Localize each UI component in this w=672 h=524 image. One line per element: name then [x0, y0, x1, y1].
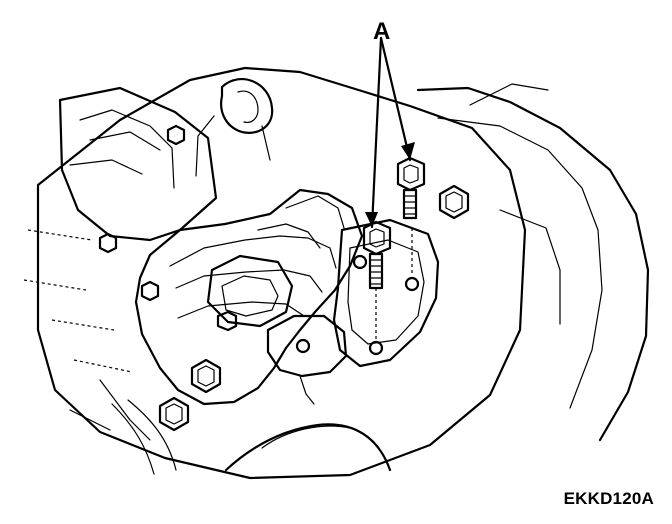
hose-clamp-inner — [237, 90, 259, 123]
callout-arrow-right — [401, 142, 415, 160]
left-mount-nut — [190, 358, 222, 394]
housing-rib-1 — [89, 131, 161, 151]
left-cable — [127, 399, 177, 471]
mount-middle-edge — [175, 269, 323, 293]
lower-hose — [224, 423, 392, 472]
mount-top-edge — [169, 235, 337, 269]
bolt-hole-guides — [375, 228, 413, 342]
bracket-hole-1 — [352, 254, 368, 270]
mount-rubber-inner — [221, 275, 279, 317]
right-frame-outline — [416, 86, 650, 442]
background-dash-lines — [23, 229, 133, 373]
front-plate-tab — [299, 375, 315, 405]
mount-bracket — [332, 218, 440, 368]
callout-line-left — [370, 36, 383, 229]
hose-lines — [195, 115, 271, 177]
housing-edge — [79, 109, 175, 189]
right-frame-inner — [437, 117, 603, 409]
right-bracket-nut — [438, 184, 470, 220]
front-plate — [266, 314, 348, 378]
housing-rib-2 — [69, 159, 143, 175]
callout-line-right — [379, 36, 412, 162]
figure-code: EKKD120A — [563, 489, 654, 508]
mount-insulator-inner — [257, 223, 321, 249]
mount-rubber-block — [206, 254, 294, 328]
mount-bracket-inner — [347, 239, 425, 345]
lower-left-lines — [69, 379, 151, 441]
mount-insulator-top — [285, 195, 345, 229]
callout-label: A — [373, 18, 391, 45]
left-lower-nut — [158, 396, 190, 432]
bracket-hole-3 — [368, 340, 384, 356]
mount-lower-edge — [177, 301, 305, 319]
mount-main-body — [134, 188, 364, 406]
lower-hose-edge — [261, 425, 351, 449]
front-plate-hole — [295, 338, 311, 354]
mount-bolt-lower — [362, 220, 392, 290]
right-bracket-lines — [499, 209, 561, 325]
engine-block-outline — [36, 66, 527, 480]
mount-bolt-upper — [396, 156, 426, 220]
callout-arrow-left — [365, 212, 378, 227]
left-cable-edge — [111, 403, 155, 475]
upper-left-nut — [98, 124, 238, 332]
bracket-hole-2 — [404, 276, 420, 292]
right-frame-top — [469, 83, 549, 106]
hose-clamp — [220, 78, 274, 134]
